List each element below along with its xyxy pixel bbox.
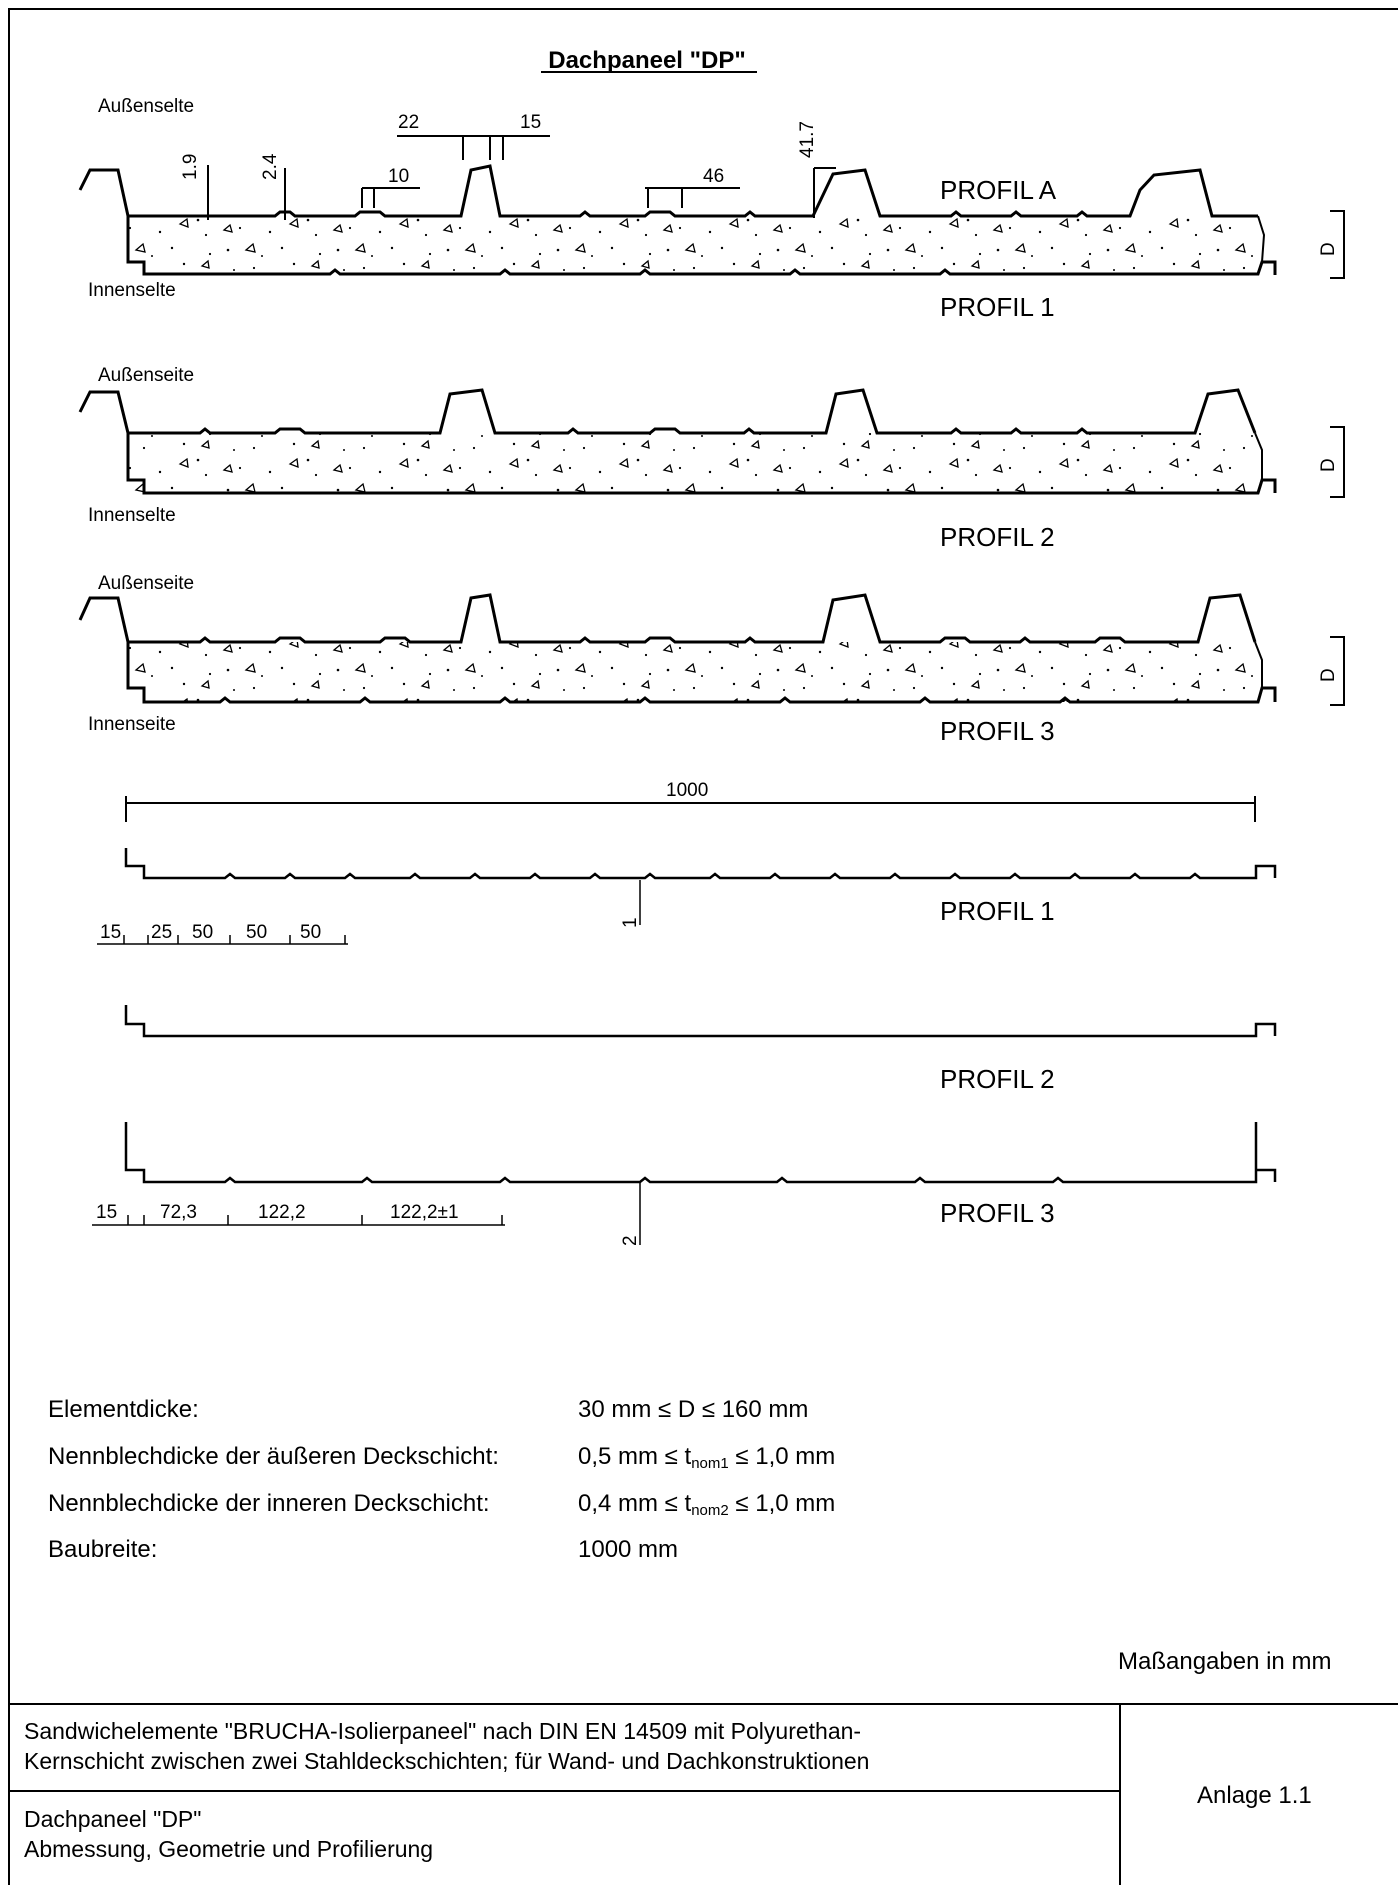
title-block-middle-line — [8, 1790, 1121, 1792]
panel-1-outer-sheet — [78, 164, 1258, 218]
spec-aussen-value-post: ≤ 1,0 mm — [728, 1443, 836, 1470]
dim-profile-1-s2: 25 — [151, 922, 173, 943]
profile-label-3-top: PROFIL 3 — [940, 716, 1055, 746]
panel-2-inner-sheet — [126, 433, 1277, 495]
profile-1-detail — [124, 848, 1277, 880]
thickness-dimensions — [1330, 210, 1345, 706]
units-note: Maßangaben in mm — [1118, 1648, 1332, 1675]
profile-3-detail — [124, 1122, 1277, 1184]
profile-label-1-bottom: PROFIL 1 — [940, 896, 1055, 926]
dim-profile-1-s3: 50 — [192, 922, 214, 943]
panel-1 — [78, 164, 1277, 276]
panel-3-outer-sheet — [78, 593, 1257, 644]
panel-3-foam — [128, 642, 1258, 702]
dim-41-7: 41.7 — [797, 121, 818, 158]
dim-profile-3-s3: 122,2 — [258, 1202, 306, 1223]
dim-22: 22 — [398, 112, 420, 133]
title-block-line-3: Dachpaneel "DP" — [24, 1806, 202, 1832]
label-innenseite-2: Innenselte — [88, 505, 176, 526]
dim-profile-1-s5: 50 — [300, 922, 322, 943]
width-dimension — [125, 796, 1256, 822]
panel-2-foam — [128, 433, 1258, 493]
panel-1-rib-line — [1257, 215, 1266, 263]
spec-aussen-value-sub: nom1 — [691, 1455, 729, 1472]
profile-1-dimension-lines — [97, 880, 641, 945]
panel-2-rib-line — [1254, 432, 1263, 480]
dim-1-9: 1.9 — [180, 153, 201, 180]
profile-3-dimension-lines — [92, 1182, 641, 1245]
dim-10: 10 — [388, 166, 410, 187]
label-innenseite-1: Innenselte — [88, 280, 176, 301]
panel-3 — [78, 593, 1277, 704]
spec-aussen-value-pre: 0,5 mm ≤ t — [578, 1443, 692, 1470]
dim-15: 15 — [520, 112, 542, 133]
spec-innen-label: Nennblechdicke der inneren Deckschicht: — [48, 1490, 490, 1517]
dim-profile-3-depth: 2 — [620, 1235, 641, 1246]
profile-label-1-top: PROFIL 1 — [940, 292, 1055, 322]
spec-innen-value-post: ≤ 1,0 mm — [728, 1490, 836, 1517]
annex-label: Anlage 1.1 — [1197, 1782, 1312, 1809]
panel-1-dimension-lines — [207, 135, 836, 220]
panel-2 — [78, 388, 1277, 495]
title-block-divider — [1119, 1703, 1121, 1885]
frame-left — [8, 8, 10, 1885]
thickness-label-1: D — [1318, 242, 1339, 256]
profile-label-2-top: PROFIL 2 — [940, 522, 1055, 552]
label-aussenseite-1: Außenselte — [98, 96, 195, 117]
profile-label-3-bottom: PROFIL 3 — [940, 1198, 1055, 1228]
dim-2-4: 2.4 — [260, 153, 281, 180]
label-aussenseite-3: Außenseite — [98, 573, 195, 594]
spec-baubreite-label: Baubreite: — [48, 1536, 158, 1563]
spec-innen-value: 0,4 mm ≤ tnom2 ≤ 1,0 mm — [578, 1490, 835, 1519]
title-block-top-line — [8, 1703, 1398, 1705]
title-block-line-2: Kernschicht zwischen zwei Stahldeckschic… — [24, 1748, 870, 1774]
title-block-line-1: Sandwichelemente "BRUCHA-Isolierpaneel" … — [24, 1718, 862, 1744]
panel-2-outer-sheet — [78, 388, 1257, 435]
panel-3-rib-line — [1254, 641, 1263, 688]
profile-drawing: Dachpaneel "DP" — [78, 47, 1345, 1245]
dim-width-1000: 1000 — [666, 780, 709, 801]
panel-1-inner-sheet — [126, 216, 1277, 276]
dim-profile-3-s4: 122,2±1 — [390, 1202, 459, 1223]
spec-aussen-label: Nennblechdicke der äußeren Deckschicht: — [48, 1443, 499, 1470]
dim-profile-1-depth: 1 — [620, 917, 641, 928]
profile-2-detail — [124, 1005, 1277, 1038]
thickness-label-3: D — [1318, 668, 1339, 682]
spec-elementdicke-label: Elementdicke: — [48, 1396, 199, 1423]
panel-1-foam — [128, 216, 1258, 274]
dim-profile-3-s1: 15 — [96, 1202, 118, 1223]
frame-top — [8, 8, 1398, 10]
dim-profile-1-s4: 50 — [246, 922, 268, 943]
spec-innen-value-pre: 0,4 mm ≤ t — [578, 1490, 692, 1517]
label-innenseite-3: Innenseite — [88, 714, 176, 735]
panel-3-inner-sheet — [126, 642, 1277, 704]
title-block-line-4: Abmessung, Geometrie und Profilierung — [24, 1836, 434, 1862]
spec-aussen-value: 0,5 mm ≤ tnom1 ≤ 1,0 mm — [578, 1443, 835, 1472]
dim-profile-1-s1: 15 — [100, 922, 122, 943]
label-aussenseite-2: Außenseite — [98, 365, 195, 386]
spec-innen-value-sub: nom2 — [691, 1502, 729, 1519]
spec-elementdicke-value: 30 mm ≤ D ≤ 160 mm — [578, 1396, 809, 1423]
dim-profile-3-s2: 72,3 — [160, 1202, 197, 1223]
dim-46: 46 — [703, 166, 725, 187]
profile-label-2-bottom: PROFIL 2 — [940, 1064, 1055, 1094]
profile-label-a: PROFIL A — [940, 175, 1057, 205]
spec-baubreite-value: 1000 mm — [578, 1536, 679, 1563]
thickness-label-2: D — [1318, 458, 1339, 472]
drawing-title: Dachpaneel "DP" — [548, 47, 745, 74]
